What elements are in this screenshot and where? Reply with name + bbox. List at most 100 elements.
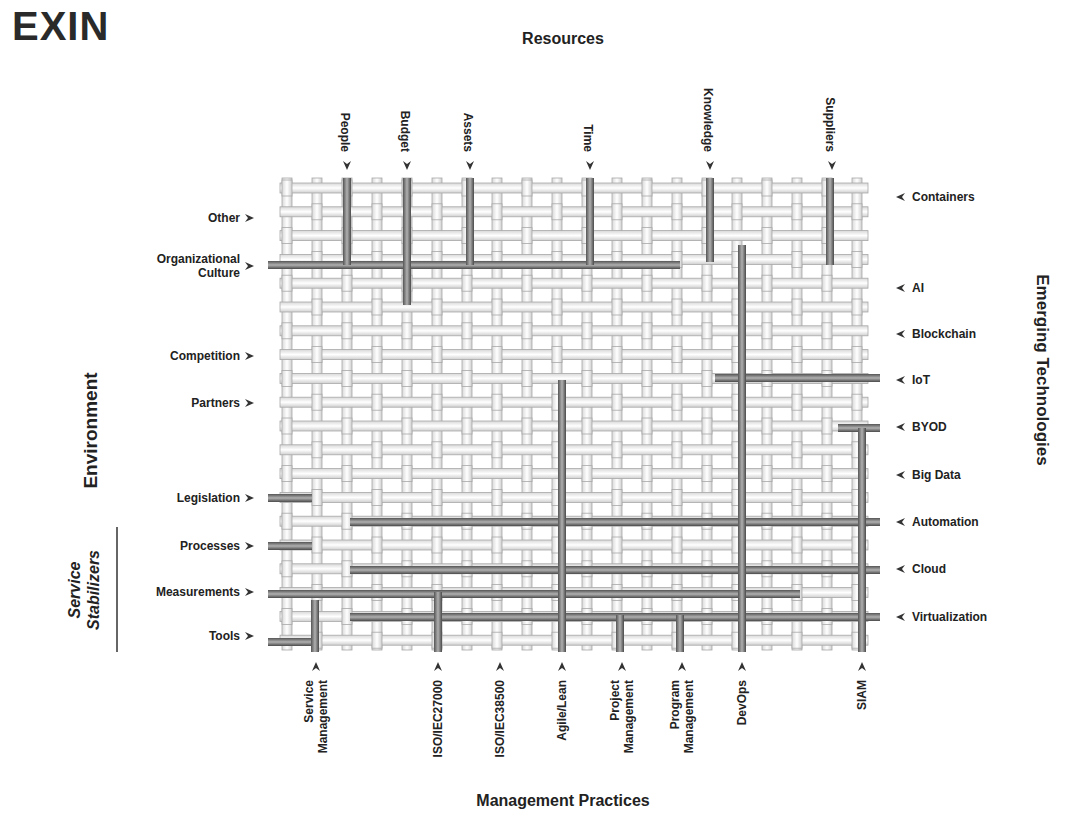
axis-label: Time — [581, 42, 595, 152]
axis-label: Competition — [130, 349, 240, 363]
thread — [372, 178, 382, 650]
thread — [372, 632, 382, 648]
thread — [642, 466, 652, 482]
thread — [762, 180, 772, 196]
thread — [522, 180, 532, 196]
pointer-arrow — [896, 284, 905, 292]
thread — [280, 350, 868, 360]
axis-label: ISO/IEC38500 — [493, 680, 507, 780]
pointer-arrow — [312, 662, 320, 671]
thread — [280, 397, 868, 407]
axis-label: Tools — [130, 629, 240, 643]
thread — [702, 418, 712, 434]
thread — [312, 347, 322, 363]
thread — [372, 394, 382, 410]
thread — [492, 489, 502, 505]
pointer-arrow — [678, 662, 686, 671]
thread — [792, 178, 802, 650]
thread — [792, 347, 802, 363]
pointer-arrow — [828, 161, 836, 170]
highlight-thread — [826, 178, 834, 265]
thread — [280, 445, 868, 455]
axis-label: Big Data — [912, 468, 1032, 482]
thread — [462, 370, 472, 386]
thread — [852, 299, 862, 315]
highlight-thread — [616, 615, 624, 652]
pointer-arrow — [245, 542, 254, 550]
section-title: Service Stabilizers — [65, 540, 103, 640]
thread — [642, 418, 652, 434]
thread — [522, 275, 532, 291]
axis-label: BYOD — [912, 420, 1032, 434]
thread — [432, 347, 442, 363]
thread — [282, 561, 292, 577]
pointer-arrow — [403, 161, 411, 170]
thread — [492, 394, 502, 410]
highlight-thread — [676, 615, 684, 652]
axis-label: Virtualization — [912, 610, 1032, 624]
axis-label: Processes — [130, 539, 240, 553]
thread — [642, 275, 652, 291]
axis-label: Service Management — [302, 680, 330, 780]
thread — [672, 178, 682, 650]
thread — [342, 178, 352, 650]
thread — [280, 421, 868, 431]
section-title: Environment — [79, 350, 102, 510]
thread — [312, 442, 322, 458]
thread — [612, 489, 622, 505]
thread — [402, 178, 412, 650]
pointer-arrow — [245, 494, 254, 502]
axis-label: Suppliers — [823, 42, 837, 152]
highlight-thread — [350, 613, 880, 621]
axis-label: Assets — [461, 42, 475, 152]
thread — [642, 178, 652, 650]
thread — [612, 537, 622, 553]
thread — [582, 323, 592, 339]
thread — [280, 231, 868, 241]
thread — [462, 275, 472, 291]
highlight-thread — [403, 178, 411, 305]
thread — [282, 466, 292, 482]
thread — [582, 418, 592, 434]
thread — [492, 299, 502, 315]
thread — [582, 466, 592, 482]
thread — [372, 299, 382, 315]
thread — [432, 178, 442, 650]
thread — [852, 347, 862, 363]
thread — [672, 489, 682, 505]
thread — [642, 323, 652, 339]
pointer-arrow — [896, 518, 905, 526]
axis-label: SIAM — [855, 680, 869, 780]
axis-label: Organizational Culture — [130, 252, 240, 280]
thread — [282, 513, 292, 529]
highlight-thread — [350, 566, 880, 574]
thread — [672, 347, 682, 363]
thread — [792, 204, 802, 220]
section-title: Management Practices — [443, 791, 683, 810]
thread — [432, 442, 442, 458]
thread — [312, 204, 322, 220]
thread — [852, 204, 862, 220]
highlight-thread — [586, 178, 594, 265]
axis-label: Knowledge — [701, 42, 715, 152]
group-bracket — [116, 527, 118, 652]
axis-label: Program Management — [668, 680, 696, 780]
axis-label: AI — [912, 281, 1032, 295]
pointer-arrow — [466, 161, 474, 170]
thread — [372, 347, 382, 363]
thread — [822, 418, 832, 434]
highlight-thread — [434, 592, 442, 652]
pointer-arrow — [245, 352, 254, 360]
thread — [402, 323, 412, 339]
thread — [612, 347, 622, 363]
thread — [672, 204, 682, 220]
pointer-arrow — [706, 161, 714, 170]
thread — [402, 418, 412, 434]
section-title: Resources — [463, 29, 663, 48]
highlight-thread — [311, 600, 319, 652]
thread — [372, 204, 382, 220]
thread — [792, 489, 802, 505]
thread — [282, 370, 292, 386]
pointer-arrow — [434, 662, 442, 671]
